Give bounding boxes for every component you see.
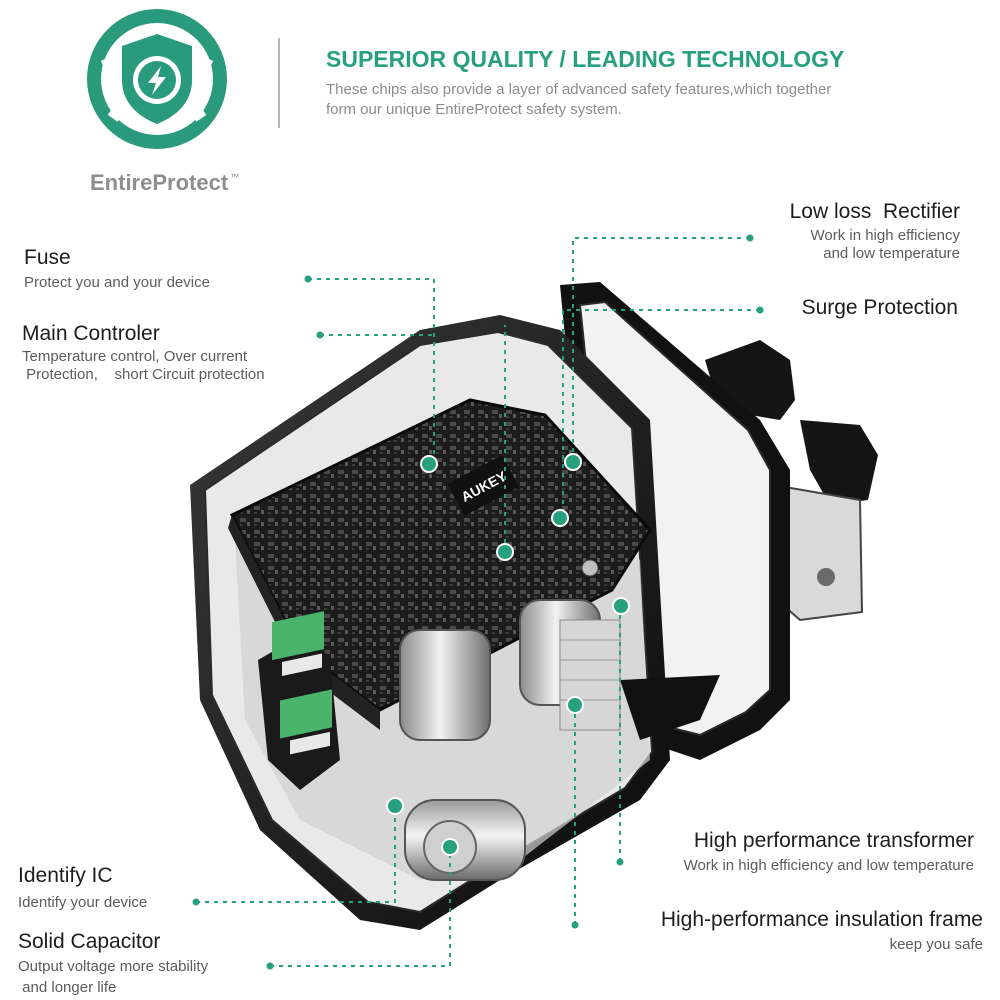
main-controller-desc-1: Temperature control, Over current bbox=[22, 348, 248, 365]
rectifier-marker bbox=[564, 453, 582, 471]
main-controller-desc-2: Protection, short Circuit protection bbox=[22, 366, 265, 383]
rectifier-callout: Low loss Rectifier Work in high efficien… bbox=[790, 200, 960, 263]
fuse-leader-line bbox=[308, 278, 435, 464]
solid-capacitor-desc-1: Output voltage more stability bbox=[18, 958, 209, 975]
identify-ic-desc: Identify your device bbox=[18, 894, 148, 911]
headline-description-line-2: form our unique EntireProtect safety sys… bbox=[326, 101, 622, 118]
identify-ic-marker bbox=[386, 797, 404, 815]
identify-ic-leader-line bbox=[196, 806, 396, 903]
insulation-callout: High-performance insulation frame keep y… bbox=[661, 908, 983, 954]
main-controller-callout: Main Controler Temperature control, Over… bbox=[22, 322, 265, 384]
capacitor-leader-line bbox=[270, 847, 451, 967]
insulation-marker bbox=[566, 696, 584, 714]
transformer-callout: High performance transformer Work in hig… bbox=[684, 829, 974, 875]
surge-leader-line bbox=[562, 309, 760, 518]
rectifier-title: Low loss Rectifier bbox=[789, 200, 960, 223]
trademark-symbol: ™ bbox=[230, 172, 240, 182]
main-controller-marker bbox=[496, 543, 514, 561]
fuse-marker bbox=[420, 455, 438, 473]
shield-bolt-icon bbox=[84, 6, 230, 152]
fuse-title: Fuse bbox=[24, 246, 71, 269]
surge-callout: Surge Protection bbox=[802, 296, 958, 320]
headline-description-line-1: These chips also provide a layer of adva… bbox=[326, 81, 832, 98]
brand-name-text: EntireProtect bbox=[90, 170, 229, 195]
capacitor-marker bbox=[441, 838, 459, 856]
headline-description: These chips also provide a layer of adva… bbox=[326, 80, 831, 120]
rectifier-leader-line bbox=[572, 237, 750, 462]
identify-ic-callout: Identify IC Identify your device bbox=[18, 864, 147, 912]
rectifier-desc-2: and low temperature bbox=[823, 245, 960, 262]
identify-ic-title: Identify IC bbox=[18, 864, 113, 887]
solid-capacitor-desc-2: and longer life bbox=[18, 979, 117, 996]
transformer-marker bbox=[612, 597, 630, 615]
surge-marker bbox=[551, 509, 569, 527]
main-controller-title: Main Controler bbox=[22, 322, 160, 345]
insulation-title: High-performance insulation frame bbox=[660, 908, 983, 931]
surge-title: Surge Protection bbox=[801, 296, 958, 319]
headline: SUPERIOR QUALITY / LEADING TECHNOLOGY bbox=[326, 46, 845, 72]
solid-capacitor-title: Solid Capacitor bbox=[18, 930, 161, 953]
fuse-desc: Protect you and your device bbox=[24, 274, 210, 291]
transformer-title: High performance transformer bbox=[693, 829, 974, 852]
transformer-desc: Work in high efficiency and low temperat… bbox=[683, 857, 974, 874]
fuse-callout: Fuse Protect you and your device bbox=[24, 246, 210, 292]
header-divider bbox=[278, 38, 280, 128]
insulation-desc: keep you safe bbox=[889, 936, 983, 953]
rectifier-desc-1: Work in high efficiency bbox=[810, 227, 960, 244]
solid-capacitor-callout: Solid Capacitor Output voltage more stab… bbox=[18, 930, 208, 997]
